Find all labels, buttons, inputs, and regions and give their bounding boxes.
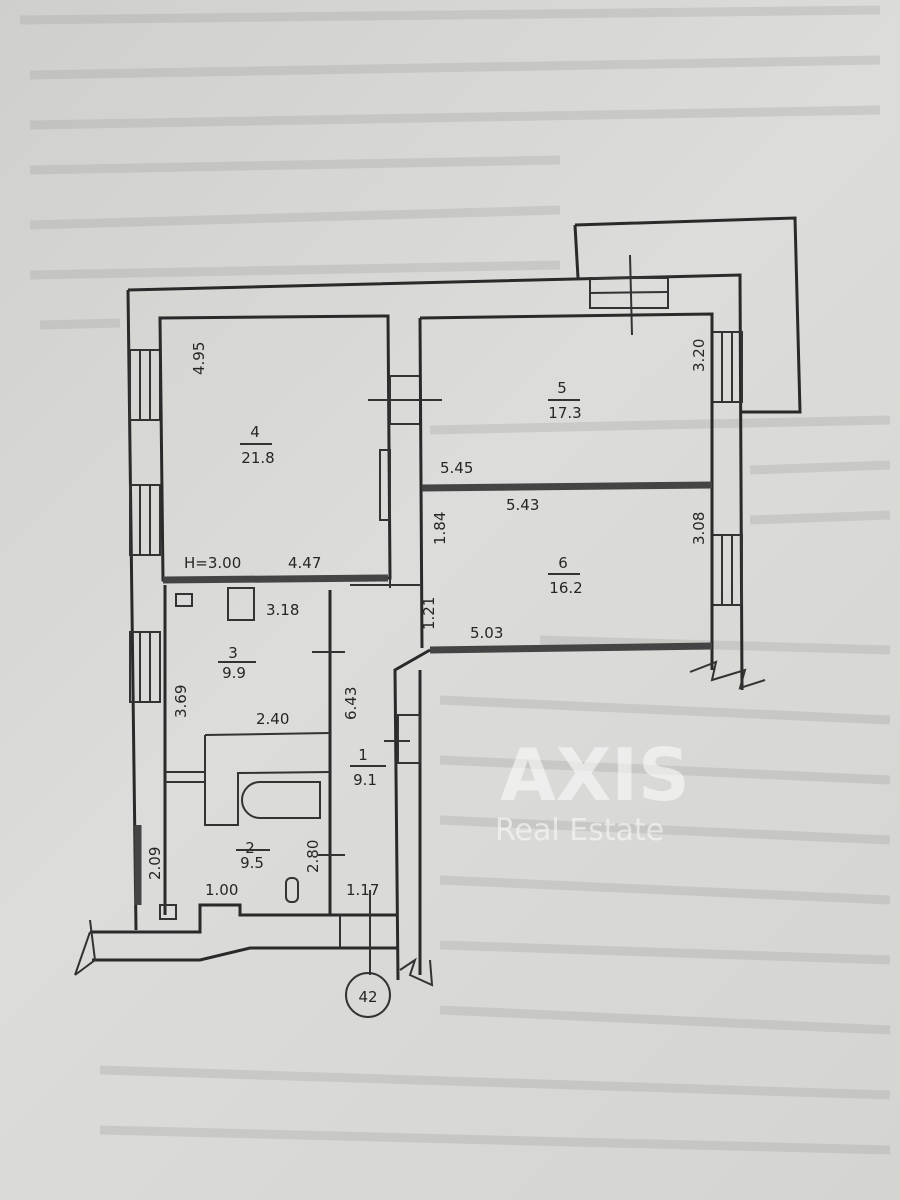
room-label-6: 6 16.2 <box>548 554 583 597</box>
svg-text:21.8: 21.8 <box>241 449 274 467</box>
dim-room6-left: 1.84 <box>431 512 449 545</box>
dim-bath-width: 1.00 <box>205 881 238 899</box>
door <box>379 449 391 521</box>
room-label-5: 5 17.3 <box>548 379 582 422</box>
window <box>129 349 161 421</box>
window <box>129 484 161 556</box>
room-5 <box>419 312 714 670</box>
bath-wall <box>204 732 331 826</box>
bathtub-icon <box>241 781 321 819</box>
window <box>711 331 743 403</box>
bottom-wall <box>90 903 398 934</box>
dim-bath-left: 2.09 <box>146 847 164 880</box>
balcony <box>574 216 802 414</box>
room-label-3: 3 9.9 <box>218 644 256 682</box>
window <box>711 534 743 606</box>
svg-text:2: 2 <box>245 839 255 857</box>
dim-entrance-width: 1.17 <box>346 881 379 899</box>
room-label-4: 4 21.8 <box>240 423 275 467</box>
balcony-door <box>629 254 633 336</box>
building-number-marker <box>345 972 391 1018</box>
svg-text:9.9: 9.9 <box>222 664 246 682</box>
svg-text:6: 6 <box>558 554 568 572</box>
dim-small: 1.21 <box>420 597 438 630</box>
washbasin-icon <box>159 904 177 920</box>
room-6 <box>421 481 713 492</box>
svg-text:4: 4 <box>250 423 260 441</box>
dim-room4-height: 4.95 <box>190 342 208 375</box>
toilet-icon <box>285 877 299 903</box>
dim-room6-height: 3.08 <box>690 512 708 545</box>
svg-text:9.1: 9.1 <box>353 771 377 789</box>
dim-kitchen-width-bottom: 2.40 <box>256 710 289 728</box>
dim-room5-height: 3.20 <box>690 339 708 372</box>
stove-icon <box>227 587 255 621</box>
room-1 <box>393 648 431 981</box>
dim-kitchen-width-top: 3.18 <box>266 601 299 619</box>
dim-bath-height: 2.80 <box>304 840 322 873</box>
dim-room6-width-top: 5.43 <box>506 496 539 514</box>
window <box>129 631 161 703</box>
ceiling-height: H=3.00 <box>184 554 241 572</box>
svg-text:16.2: 16.2 <box>549 579 582 597</box>
room-3 <box>163 585 332 915</box>
svg-text:17.3: 17.3 <box>548 404 581 422</box>
sink-icon <box>175 593 193 607</box>
room-label-2: 2 9.5 <box>236 839 270 872</box>
svg-text:Real Estate: Real Estate <box>495 813 664 848</box>
dim-room5-width: 5.45 <box>440 459 473 477</box>
dim-room6-width-bottom: 5.03 <box>470 624 503 642</box>
building-number: 42 <box>358 988 377 1006</box>
svg-text:9.5: 9.5 <box>240 854 264 872</box>
svg-text:3: 3 <box>228 644 238 662</box>
background-text <box>19 5 891 1155</box>
svg-text:AXIS: AXIS <box>500 733 690 817</box>
room-label-1: 1 9.1 <box>350 746 386 789</box>
watermark-logo: AXIS Real Estate <box>495 733 690 848</box>
dim-kitchen-height: 3.69 <box>172 685 190 718</box>
dim-room4-width: 4.47 <box>288 554 321 572</box>
svg-text:5: 5 <box>557 379 567 397</box>
dim-corridor-length: 6.43 <box>342 687 360 720</box>
svg-text:1: 1 <box>358 746 368 764</box>
